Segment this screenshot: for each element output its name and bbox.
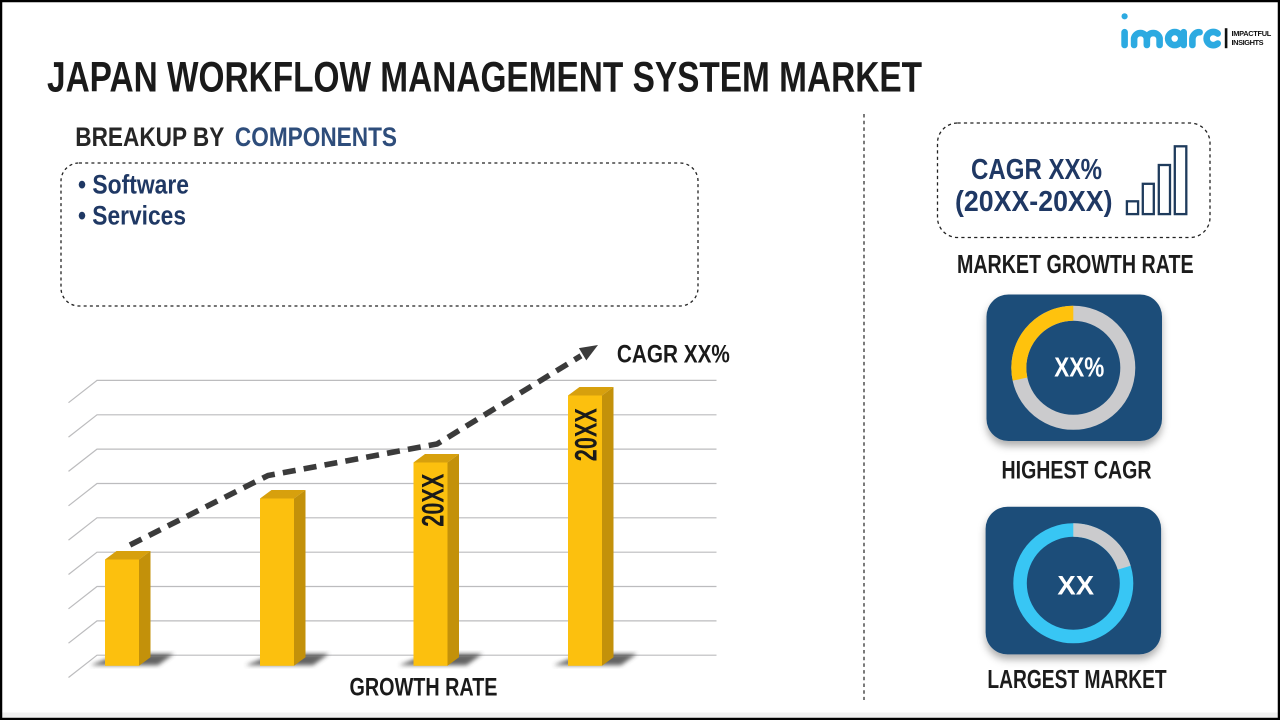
svg-text:XX: XX: [1057, 570, 1094, 600]
svg-text:CAGR XX%: CAGR XX%: [617, 341, 730, 369]
svg-text:GROWTH RATE: GROWTH RATE: [350, 675, 498, 702]
svg-text:JAPAN WORKFLOW MANAGEMENT SYST: JAPAN WORKFLOW MANAGEMENT SYSTEM MARKET: [47, 54, 922, 101]
svg-text:• Services: • Services: [78, 200, 186, 230]
svg-text:HIGHEST CAGR: HIGHEST CAGR: [1002, 457, 1152, 485]
svg-text:BREAKUP BY: BREAKUP BY: [75, 122, 224, 152]
svg-text:CAGR XX%: CAGR XX%: [971, 154, 1102, 186]
svg-text:• Software: • Software: [78, 170, 189, 200]
svg-text:(20XX-20XX): (20XX-20XX): [955, 186, 1113, 218]
svg-text:LARGEST MARKET: LARGEST MARKET: [987, 666, 1167, 694]
svg-text:INSIGHTS: INSIGHTS: [1232, 38, 1264, 47]
svg-text:XX%: XX%: [1054, 352, 1104, 383]
svg-text:IMPACTFUL: IMPACTFUL: [1232, 29, 1272, 38]
svg-text:MARKET GROWTH RATE: MARKET GROWTH RATE: [957, 251, 1194, 279]
svg-text:COMPONENTS: COMPONENTS: [235, 122, 397, 152]
svg-text:20XX: 20XX: [415, 474, 451, 527]
svg-text:20XX: 20XX: [568, 408, 604, 461]
